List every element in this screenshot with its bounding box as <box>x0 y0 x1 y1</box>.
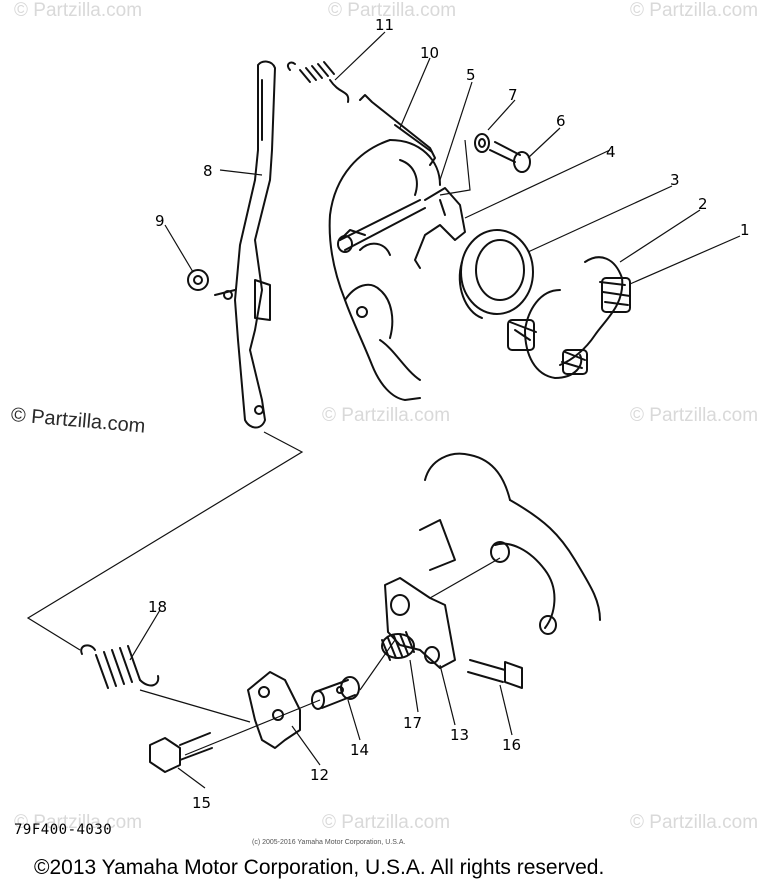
watermark: © Partzilla.com <box>328 0 457 21</box>
bolt-15 <box>149 732 213 773</box>
engine-casting-upper <box>328 139 441 401</box>
watermark: © Partzilla.com <box>14 812 143 833</box>
callout-18: 18 <box>148 598 167 616</box>
bolt-16 <box>467 659 523 689</box>
spring-11 <box>286 61 350 103</box>
callout-4: 4 <box>606 143 616 161</box>
pin-14 <box>311 676 360 710</box>
spring-18 <box>80 644 160 689</box>
watermark: © Partzilla.com <box>322 405 451 426</box>
callout-2: 2 <box>698 195 708 213</box>
callout-9: 9 <box>155 212 165 230</box>
callout-6: 6 <box>556 112 566 130</box>
callout-14: 14 <box>350 741 369 759</box>
callout-13: 13 <box>450 726 469 744</box>
watermark: © Partzilla.com <box>322 812 451 833</box>
watermark: © Partzilla.com <box>630 812 759 833</box>
engine-casting-lower <box>419 452 601 635</box>
callout-12: 12 <box>310 766 329 784</box>
callout-7: 7 <box>508 86 518 104</box>
watermark: © Partzilla.com <box>14 0 143 21</box>
shaft-5 <box>339 199 426 251</box>
small-copyright: (c) 2005-2016 Yamaha Motor Corporation, … <box>252 839 406 846</box>
callout-8: 8 <box>203 162 213 180</box>
callout-1: 1 <box>740 221 750 239</box>
callout-10: 10 <box>420 44 439 62</box>
watermark: © Partzilla.com <box>630 405 759 426</box>
nut-9 <box>187 269 236 300</box>
watermark: © Partzilla.com <box>630 0 759 21</box>
callout-3: 3 <box>670 171 680 189</box>
lever-8 <box>234 60 276 429</box>
copyright-notice: ©2013 Yamaha Motor Corporation, U.S.A. A… <box>34 856 605 879</box>
plate-12 <box>247 671 301 749</box>
callout-17: 17 <box>403 714 422 732</box>
callout-labels: 1 2 3 4 5 6 7 8 9 10 11 12 13 14 15 16 1… <box>148 16 750 812</box>
rod-10 <box>359 94 436 166</box>
callout-11: 11 <box>375 16 394 34</box>
harness-1-2 <box>507 256 631 379</box>
callout-16: 16 <box>502 736 521 754</box>
callout-15: 15 <box>192 794 211 812</box>
part-code: 79F400-4030 <box>14 822 113 838</box>
washer-7 <box>474 133 490 153</box>
bolt-6 <box>489 141 531 173</box>
callout-5: 5 <box>466 66 476 84</box>
collar-3 <box>458 229 534 319</box>
spring-17 <box>381 631 415 661</box>
